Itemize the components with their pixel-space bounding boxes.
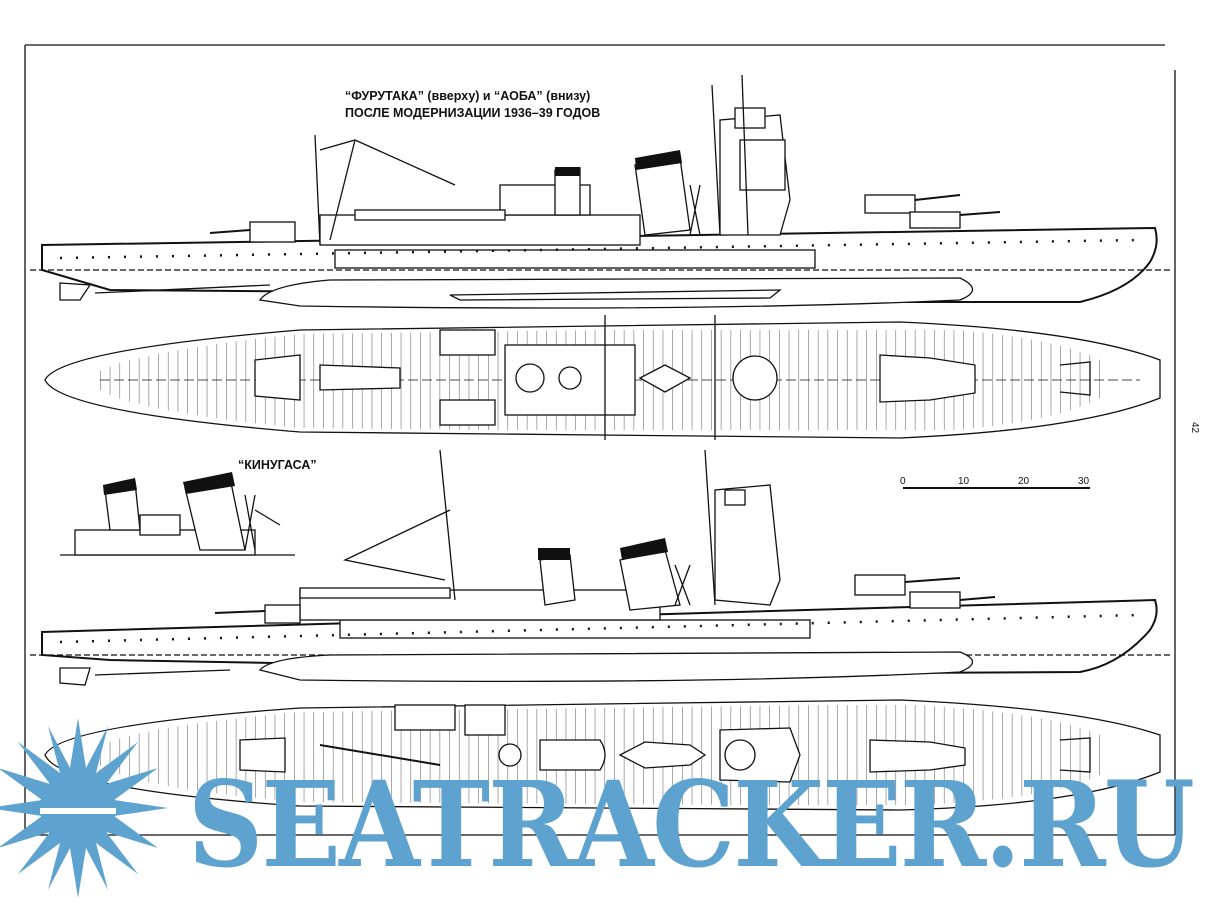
drawing-title-line1: “ФУРУТАКА” (вверху) и “АОБА” (внизу) bbox=[345, 89, 590, 103]
scale-tick-20: 20 bbox=[1018, 476, 1030, 487]
scale-bar: 0 10 20 30 bbox=[900, 476, 1090, 489]
watermark-text: SEATRACKER.RU bbox=[188, 755, 1193, 894]
inset-label: “КИНУГАСА” bbox=[238, 458, 317, 472]
ship-plan-aoba bbox=[44, 699, 1161, 811]
page-number: 42 bbox=[1189, 422, 1200, 434]
scale-tick-30: 30 bbox=[1078, 476, 1090, 487]
ship-profile-furutaka bbox=[30, 74, 1170, 309]
ship-plan-furutaka bbox=[44, 315, 1161, 440]
drawing-title-line2: ПОСЛЕ МОДЕРНИЗАЦИИ 1936–39 ГОДОВ bbox=[345, 106, 600, 120]
ship-profile-aoba bbox=[30, 449, 1170, 686]
scale-tick-0: 0 bbox=[900, 476, 906, 487]
ship-inset-kinugasa bbox=[60, 472, 295, 556]
page-frame bbox=[24, 44, 1176, 836]
scale-tick-10: 10 bbox=[958, 476, 970, 487]
seatracker-logo bbox=[0, 718, 168, 898]
